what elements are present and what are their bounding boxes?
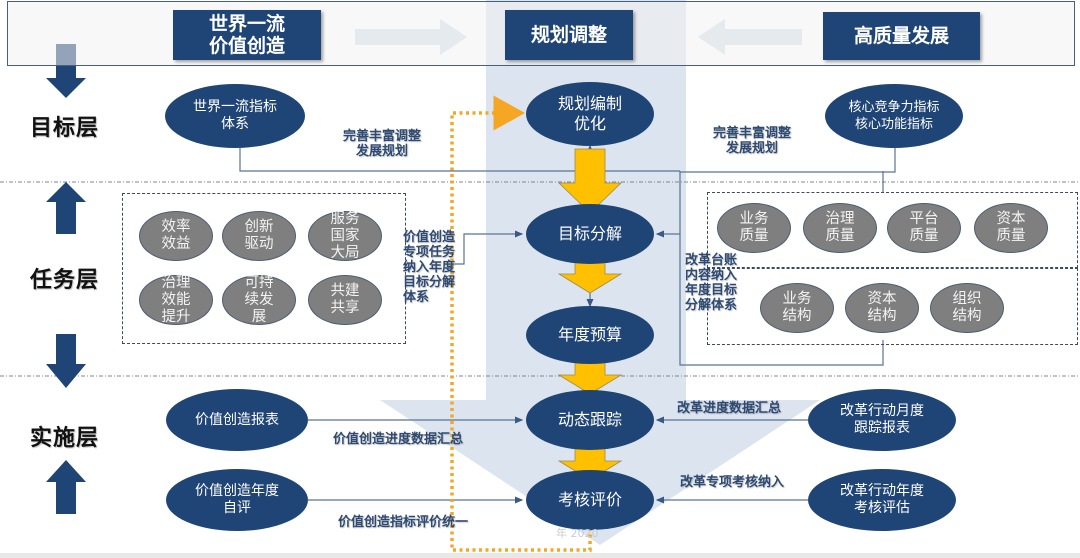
connector-goal-right	[680, 148, 896, 173]
task-note-right: 改革台账 内容纳入 年度目标 分解体系	[685, 253, 738, 313]
goal-ellipse-world-class-index: 世界一流指标 体系	[165, 84, 305, 148]
task-item: 效率 效益	[139, 211, 213, 261]
impl-ellipse-reform-annual: 改革行动年度 考核评估	[808, 469, 956, 531]
quality-item: 平台 质量	[887, 203, 961, 253]
impl-ellipse-reform-monthly: 改革行动月度 跟踪报表	[808, 389, 956, 451]
connector-goal-left	[239, 148, 680, 172]
layer-arrow-up-1	[46, 182, 86, 234]
center-node-dynamic-tracking: 动态跟踪	[526, 390, 654, 450]
center-node-annual-budget: 年度预算	[526, 306, 654, 364]
goal-ellipse-core-index: 核心竞争力指标 核心功能指标	[825, 84, 963, 148]
structure-item: 业务 结构	[760, 283, 834, 333]
impl-note-right-bottom: 改革专项考核纳入	[680, 475, 785, 490]
connector-task-left	[455, 230, 524, 265]
impl-ellipse-value-self-eval: 价值创造年度 自评	[166, 469, 308, 531]
center-node-goal-decompose: 目标分解	[526, 204, 654, 264]
header-box-world-class: 世界一流 价值创造	[173, 10, 321, 60]
impl-note-left-top: 价值创造进度数据汇总	[333, 432, 464, 447]
layer-label-impl: 实施层	[30, 426, 100, 451]
quality-item: 资本 质量	[974, 203, 1048, 253]
layer-arrow-down-2	[46, 334, 86, 388]
goal-note-left: 完善丰富调整 发展规划	[343, 129, 422, 159]
bottom-strip	[0, 553, 1080, 558]
connector-task-right-bracket	[679, 171, 884, 366]
task-right-structure-group	[707, 268, 1078, 345]
structure-item: 组织 结构	[930, 283, 1004, 333]
center-node-plan-optimize: 规划编制 优化	[526, 82, 654, 146]
header-box-plan-adjust: 规划调整	[505, 10, 633, 60]
feedback-loop-dotted	[450, 95, 592, 552]
task-note-left: 价值创造 专项任务 纳入年度 目标分解 体系	[403, 230, 456, 305]
task-item: 共建 共享	[308, 275, 382, 325]
task-item: 服务 国家 大局	[308, 211, 382, 261]
quality-item: 治理 质量	[803, 203, 877, 253]
impl-note-right-top: 改革进度数据汇总	[677, 401, 782, 416]
goal-note-right: 完善丰富调整 发展规划	[713, 126, 792, 156]
faint-watermark-text: 年 2020	[556, 527, 599, 540]
layer-label-task: 任务层	[30, 268, 100, 293]
task-item: 可持 续发 展	[222, 275, 296, 325]
task-right-quality-group	[707, 192, 1078, 268]
task-item: 治理 效能 提升	[139, 275, 213, 325]
impl-ellipse-value-report: 价值创造报表	[166, 389, 308, 451]
task-item: 创新 驱动	[222, 211, 296, 261]
structure-item: 资本 结构	[845, 283, 919, 333]
impl-note-left-bottom: 价值创造指标评价统一	[338, 515, 469, 530]
center-node-assessment: 考核评价	[526, 470, 654, 530]
quality-item: 业务 质量	[717, 203, 791, 253]
layer-arrow-up-2	[46, 460, 86, 514]
yellow-arrow-1	[558, 148, 622, 214]
task-left-group	[122, 193, 406, 344]
header-box-high-quality: 高质量发展	[823, 12, 980, 60]
layer-label-goal: 目标层	[30, 116, 100, 141]
